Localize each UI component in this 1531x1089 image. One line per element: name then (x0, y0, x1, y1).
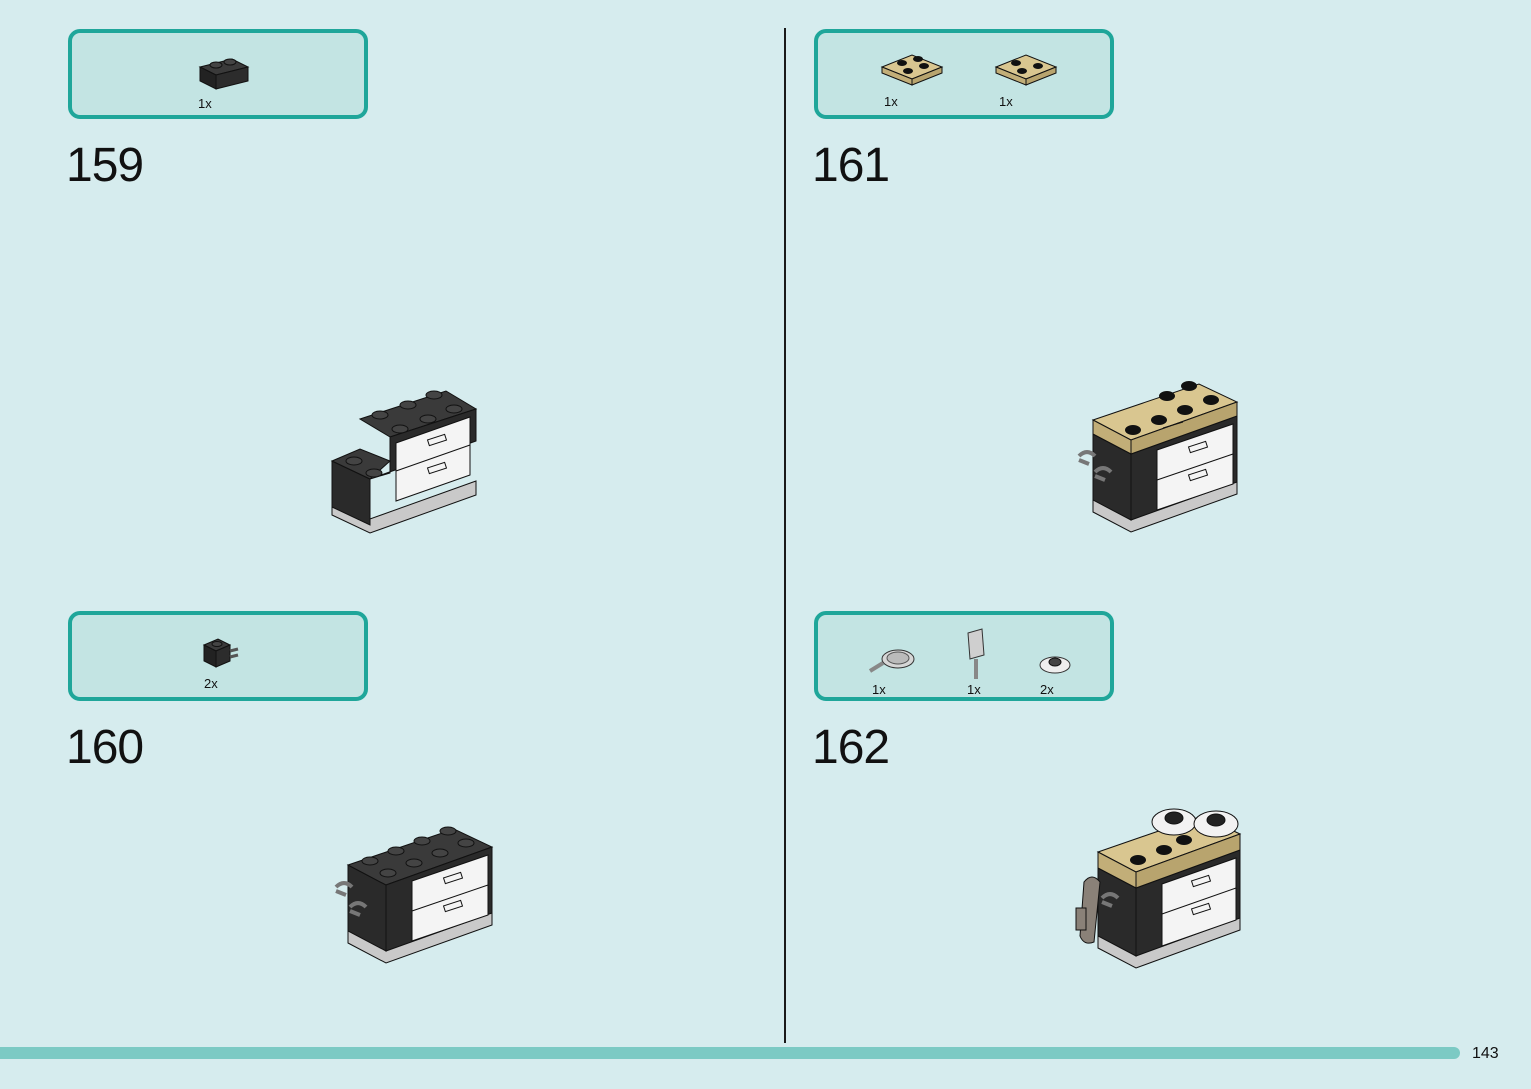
page-divider (784, 28, 786, 1043)
tan-plate-2x2-icon (880, 54, 944, 86)
black-brick-1x2-icon (198, 58, 250, 90)
footer-bar (0, 1047, 1460, 1059)
step-number-160: 160 (66, 721, 144, 774)
step-number-162: 162 (812, 721, 890, 774)
step-number-159: 159 (66, 139, 144, 192)
step-162-model-illustration (1075, 808, 1242, 969)
cleaver-icon (967, 628, 985, 679)
part-qty: 1x (967, 682, 981, 697)
part-qty: 1x (884, 94, 898, 109)
step-161-model-illustration (1077, 381, 1239, 533)
step-160-model-illustration (334, 826, 494, 964)
part-qty: 2x (204, 676, 218, 691)
part-qty: 1x (999, 94, 1013, 109)
part-qty: 1x (872, 682, 886, 697)
parts-callout-162: 1x 1x 2x (814, 611, 1114, 701)
tan-plate-2x2-icon (994, 54, 1058, 86)
black-brick-clip-icon (202, 638, 239, 668)
page-number: 143 (1472, 1045, 1499, 1062)
part-qty: 1x (198, 96, 212, 111)
round-plate-icon (1039, 656, 1071, 674)
step-number-161: 161 (812, 139, 890, 192)
part-qty: 2x (1040, 682, 1054, 697)
frying-pan-icon (868, 649, 915, 673)
parts-callout-159: 1x (68, 29, 368, 119)
parts-callout-160: 2x (68, 611, 368, 701)
step-159-model-illustration (330, 390, 478, 534)
parts-callout-161: 1x 1x (814, 29, 1114, 119)
